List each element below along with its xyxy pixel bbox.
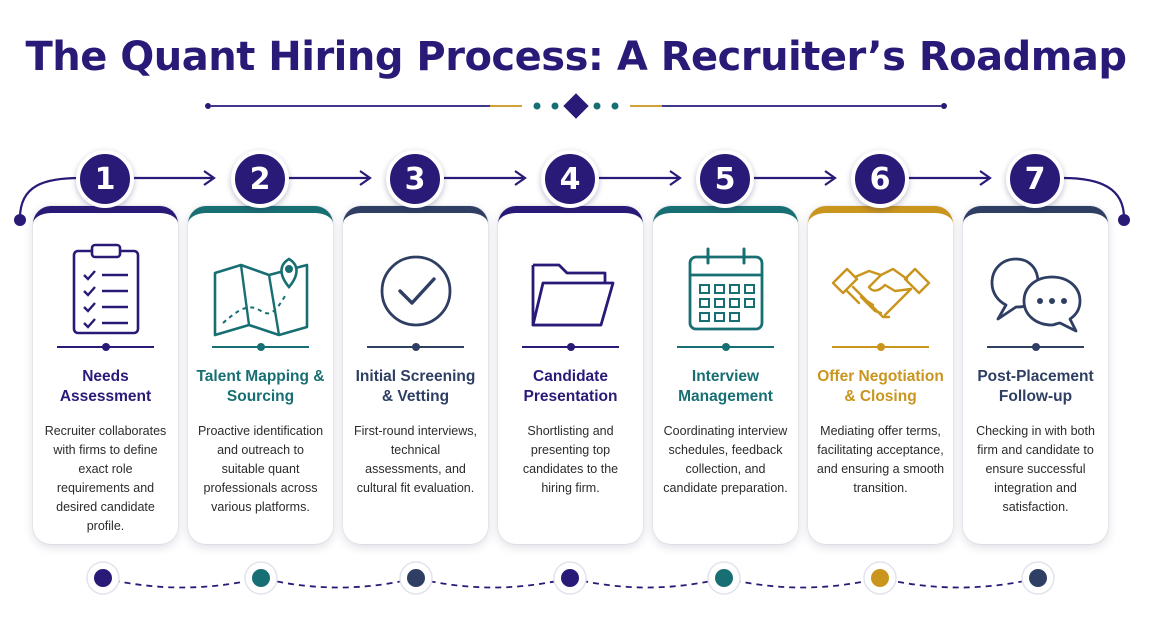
timeline-node-1 (86, 561, 120, 595)
step-1-badge: 1 (76, 150, 134, 208)
step-4-badge: 4 (541, 150, 599, 208)
step-4-title: Candidate Presentation (523, 368, 618, 405)
folder-icon (531, 263, 614, 327)
step-5-badge: 5 (696, 150, 754, 208)
step-1-description: Recruiter collaborates with firms to def… (44, 424, 167, 533)
step-5-title: Interview Management (678, 368, 773, 405)
card-divider (832, 342, 929, 352)
step-7-description: Checking in with both firm and candidate… (976, 424, 1095, 514)
timeline-node-4 (553, 561, 587, 595)
step-4-card: Candidate Presentation Shortlisting and … (498, 206, 643, 544)
timeline-node-6 (863, 561, 897, 595)
arrow-4-5 (598, 170, 682, 186)
step-2-title: Talent Mapping & Sourcing (196, 368, 325, 405)
checkmark-circle-icon (380, 255, 451, 327)
handshake-icon (831, 267, 930, 319)
page-title: The Quant Hiring Process: A Recruiter’s … (25, 34, 1127, 80)
timeline-node-2 (244, 561, 278, 595)
clipboard-checklist-icon (72, 243, 139, 335)
arrow-2-3 (288, 170, 372, 186)
arrow-5-6 (753, 170, 837, 186)
step-3-badge: 3 (386, 150, 444, 208)
card-divider (522, 342, 619, 352)
step-7-card: Post-Placement Follow-up Checking in wit… (963, 206, 1108, 544)
step-7-badge: 7 (1006, 150, 1064, 208)
card-divider (57, 342, 154, 352)
card-divider (677, 342, 774, 352)
step-2-card: Talent Mapping & Sourcing Proactive iden… (188, 206, 333, 544)
arrow-1-2 (132, 170, 216, 186)
step-1-card: Needs Assessment Recruiter collaborates … (33, 206, 178, 544)
card-divider (212, 342, 309, 352)
step-7-title: Post-Placement Follow-up (977, 368, 1094, 405)
step-4-description: Shortlisting and presenting top candidat… (522, 424, 619, 495)
chat-bubbles-icon (990, 257, 1081, 333)
calendar-icon (688, 247, 763, 331)
step-3-title: Initial Screening & Vetting (355, 368, 476, 405)
map-pin-icon (213, 257, 308, 337)
card-divider (367, 342, 464, 352)
step-2-badge: 2 (231, 150, 289, 208)
step-6-badge: 6 (851, 150, 909, 208)
step-6-title: Offer Negotiation & Closing (817, 368, 944, 405)
card-divider (987, 342, 1084, 352)
step-3-card: Initial Screening & Vetting First-round … (343, 206, 488, 544)
step-5-card: Interview Management Coordinating interv… (653, 206, 798, 544)
arrow-6-7 (908, 170, 992, 186)
arrow-3-4 (443, 170, 527, 186)
step-3-description: First-round interviews, technical assess… (354, 424, 477, 495)
timeline-node-7 (1021, 561, 1055, 595)
step-1-title: Needs Assessment (59, 368, 152, 405)
bottom-timeline (86, 561, 1055, 595)
step-2-description: Proactive identification and outreach to… (197, 424, 324, 514)
step-5-description: Coordinating interview schedules, feedba… (663, 424, 788, 495)
step-6-card: Offer Negotiation & Closing Mediating of… (808, 206, 953, 544)
end-connector (1062, 176, 1130, 226)
step-6-description: Mediating offer terms, facilitating acce… (816, 424, 945, 495)
timeline-node-3 (399, 561, 433, 595)
title-ornament (205, 93, 947, 119)
timeline-node-5 (707, 561, 741, 595)
start-connector (14, 176, 81, 226)
step-connectors (14, 170, 1130, 226)
